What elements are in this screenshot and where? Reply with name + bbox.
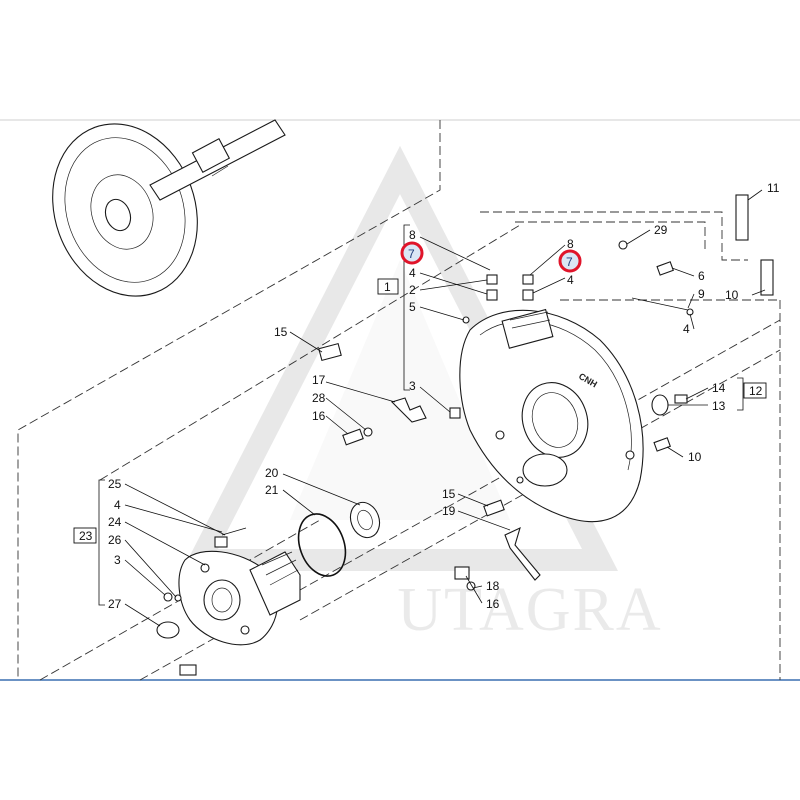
bolt-15-lower (483, 499, 505, 517)
callout-6: 6 (698, 269, 705, 283)
callout-13: 13 (712, 399, 726, 413)
pin-10-top (760, 259, 774, 296)
plug-26 (174, 594, 182, 602)
o-ring-21 (297, 513, 347, 577)
seal-20 (349, 501, 381, 539)
transmission-housing: CNH (459, 308, 644, 523)
callout-10-lower: 10 (688, 450, 702, 464)
callout-15-lower: 15 (442, 487, 456, 501)
callout-16-lower: 16 (486, 597, 500, 611)
callout-4-b: 4 (567, 273, 574, 287)
callout-9: 9 (698, 287, 705, 301)
o-ring-27 (156, 621, 180, 639)
callout-box-12 (743, 382, 767, 399)
callout-12: 12 (749, 384, 763, 398)
sleeve-4-right (522, 289, 534, 301)
pin-4-left (221, 527, 247, 536)
callout-5: 5 (409, 300, 416, 314)
clip-17 (390, 397, 427, 423)
callout-3-lower: 3 (114, 553, 121, 567)
lever-19 (504, 526, 541, 581)
callout-26: 26 (108, 533, 122, 547)
callout-15-top: 15 (274, 325, 288, 339)
bolt-lower (179, 664, 197, 676)
callout-19: 19 (442, 504, 456, 518)
seal-13 (651, 394, 669, 416)
sleeve-4-left (486, 289, 498, 301)
pin-11 (735, 194, 749, 241)
callout-16-left: 16 (312, 409, 326, 423)
callout-23: 23 (79, 529, 93, 543)
rod-9 (631, 297, 689, 311)
callout-1: 1 (384, 280, 391, 294)
callout-8-right: 8 (567, 237, 574, 251)
callout-25: 25 (108, 477, 122, 491)
callout-21: 21 (265, 483, 279, 497)
callout-29: 29 (654, 223, 668, 237)
callout-7-left: 7 (408, 247, 415, 261)
seal-20-bore (357, 509, 373, 531)
plug-14 (674, 394, 688, 404)
pump-hub-assembly (178, 536, 301, 646)
callout-numbers: 8 7 4 1 2 5 3 8 7 4 29 6 9 4 11 10 14 12… (79, 181, 780, 611)
callout-28: 28 (312, 391, 326, 405)
plug-10-lower (653, 437, 671, 452)
callout-24: 24 (108, 515, 122, 529)
callout-2: 2 (409, 283, 416, 297)
callout-4-c: 4 (683, 322, 690, 336)
callout-4-d: 4 (114, 498, 121, 512)
callout-box-23 (73, 527, 97, 544)
callout-10-top: 10 (725, 288, 739, 302)
callout-4-a: 4 (409, 266, 416, 280)
small-parts (156, 194, 774, 676)
callout-18: 18 (486, 579, 500, 593)
callout-3-top: 3 (409, 379, 416, 393)
plug-3-lower (163, 592, 173, 602)
callout-27: 27 (108, 597, 122, 611)
bolt-15-top (318, 342, 342, 362)
spring-2-left (486, 274, 498, 285)
bolt-16-left (342, 428, 364, 446)
callout-7-right: 7 (566, 255, 573, 269)
watermark-text: UTAGRA (397, 576, 662, 644)
callout-8-left: 8 (409, 228, 416, 242)
group-brackets (98, 224, 744, 606)
spring-2-right (522, 274, 534, 285)
callout-14: 14 (712, 381, 726, 395)
spring-6 (656, 261, 674, 276)
callout-17: 17 (312, 373, 326, 387)
leader-lines (124, 189, 766, 627)
callout-20: 20 (265, 466, 279, 480)
plug-3 (449, 407, 461, 419)
highlight-circle-7-right (558, 249, 582, 273)
highlight-circle-7-left (400, 241, 424, 265)
ring-29 (618, 240, 628, 250)
callout-box-1 (377, 278, 399, 295)
bolt-16-lower (454, 566, 470, 580)
callout-11: 11 (767, 181, 780, 195)
drive-plate-assembly (52, 119, 286, 297)
